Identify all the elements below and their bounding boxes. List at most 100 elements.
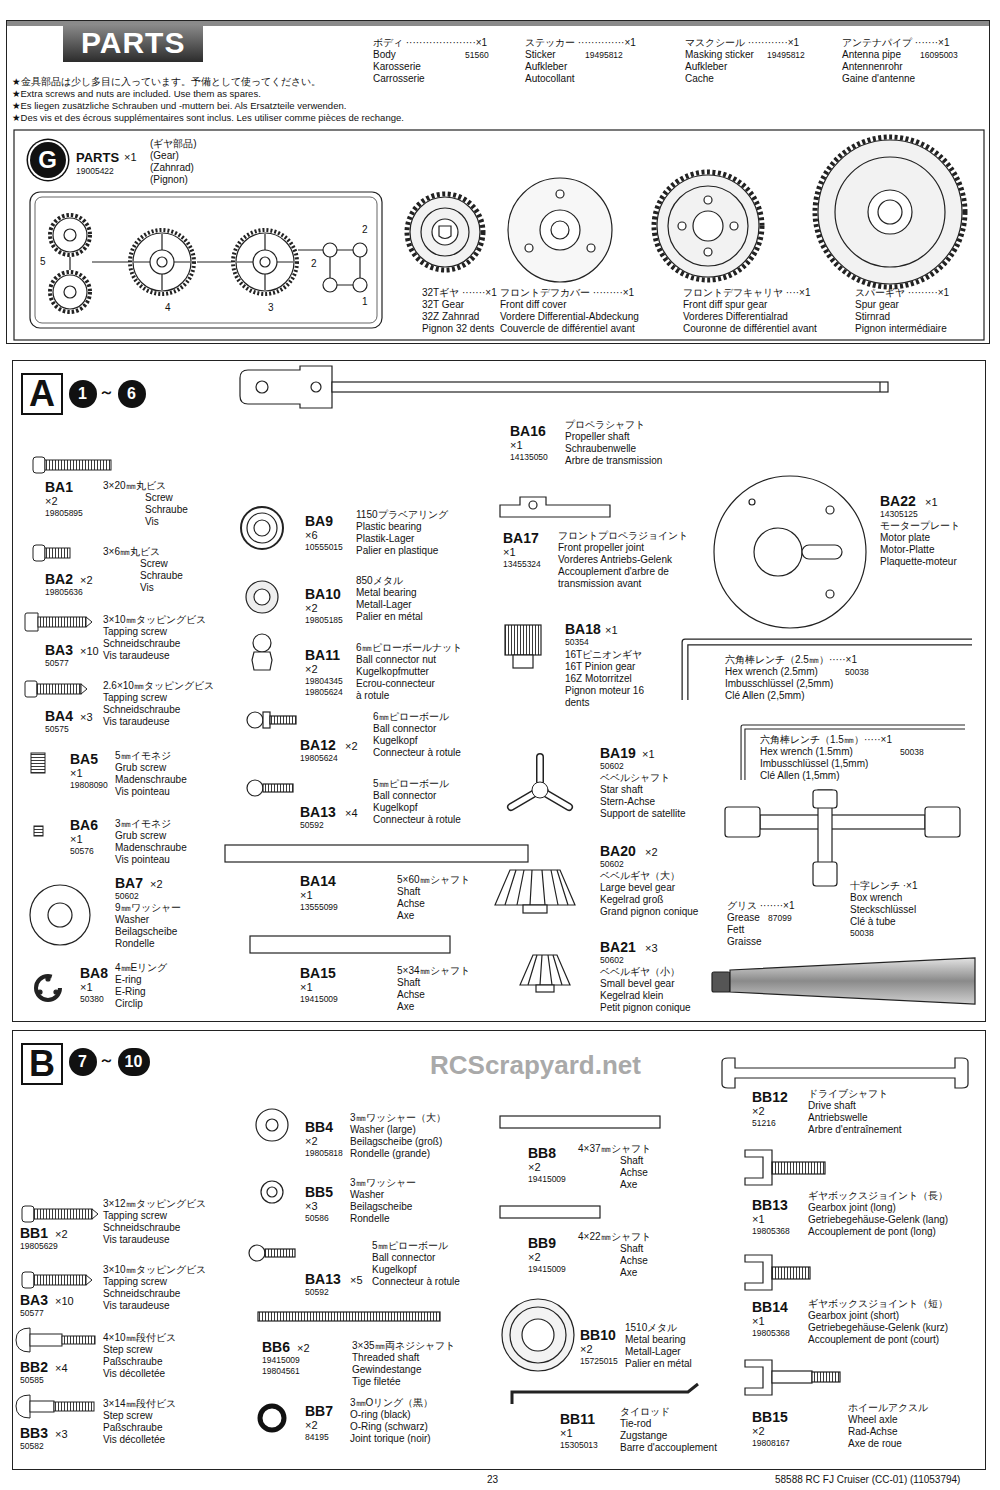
part-caption: Achse: [620, 1167, 648, 1179]
part-caption: (Zahnrad): [150, 162, 194, 174]
step-number-text: 1: [78, 385, 87, 403]
screw-drawings: [25, 681, 37, 697]
catalog-number: 19805629: [20, 1241, 58, 1251]
quantity: ×1: [124, 151, 137, 164]
catalog-number: 10555015: [305, 542, 343, 552]
catalog-number: 19805624: [300, 753, 338, 763]
gear-sprue: [260, 257, 270, 267]
part-caption: Wheel axle: [848, 1414, 897, 1426]
b-screws: [54, 1402, 94, 1411]
part-caption: フロントデフカバー ·········×1: [500, 287, 634, 299]
gear-sprue: [53, 275, 87, 309]
part-caption: Front propeller joint: [558, 542, 644, 554]
part-caption: ベベルギヤ（小）: [600, 966, 680, 978]
part-caption: 4×37㎜シャフト: [578, 1143, 651, 1155]
part-caption: ギヤボックスジョイント（短）: [808, 1298, 948, 1310]
gate-number: 4: [165, 302, 171, 314]
catalog-number: 19415009: [300, 994, 338, 1004]
part-caption: E-Ring: [115, 986, 146, 998]
motor-plate: [754, 528, 802, 576]
catalog-number: 50038: [900, 747, 924, 757]
front-diff-spur-gear: [678, 222, 686, 230]
front-diff-spur-gear: [657, 175, 759, 277]
note: ★Des vis et des écrous supplémentaires s…: [12, 112, 404, 124]
part-caption: 4×22㎜シャフト: [578, 1231, 651, 1243]
part-number: BB2: [20, 1360, 48, 1375]
propeller-shaft: [240, 366, 888, 408]
part-number: BB11: [560, 1412, 595, 1427]
part-caption: Barre d'accouplement: [620, 1442, 717, 1454]
part-caption: Beilagscheibe (groß): [350, 1136, 442, 1148]
part-caption: Kugelkopf: [373, 802, 417, 814]
part-number: BA14: [300, 874, 336, 889]
part-caption: Pignon moteur 16: [565, 685, 644, 697]
part-caption: Madenschraube: [115, 774, 187, 786]
part-caption: Rad-Achse: [848, 1426, 897, 1438]
part-caption: Clé Allen (2,5mm): [725, 690, 804, 702]
part-caption: ギヤボックスジョイント（長）: [808, 1190, 948, 1202]
box-wrench: [760, 815, 925, 829]
screw-drawings: [33, 545, 45, 561]
b-small-parts: [522, 1319, 554, 1351]
part-caption: Gearbox joint (short): [808, 1310, 899, 1322]
front-diff-cover: [587, 244, 595, 252]
part-caption: Vorderes Differentialrad: [683, 311, 788, 323]
part-number: BA8: [80, 966, 108, 981]
gear-sprue: [53, 218, 87, 252]
part-caption: Imbusschlüssel (2,5mm): [725, 678, 833, 690]
b-shafts-and-joints: [772, 1162, 825, 1174]
box-wrench: [925, 807, 960, 837]
catalog-number: 50582: [20, 1441, 44, 1451]
front-diff-spur-gear: [654, 172, 762, 280]
front-diff-cover: [540, 210, 580, 250]
part-caption: Vorderes Antriebs-Gelenk: [558, 554, 672, 566]
catalog-number: 19415009: [262, 1355, 300, 1365]
b-screws: [34, 1275, 86, 1285]
gear-32t: [432, 219, 458, 245]
catalog-number: 19805624: [305, 687, 343, 697]
part-caption: Sticker: [525, 49, 556, 61]
star-shaft: [511, 757, 569, 807]
catalog-number: 50577: [45, 658, 69, 668]
part-caption: Small bevel gear: [600, 978, 674, 990]
part-caption: Star shaft: [600, 784, 643, 796]
part-caption: (Pignon): [150, 174, 188, 186]
quantity: ×1: [300, 889, 313, 902]
part-caption: Metal bearing: [625, 1334, 686, 1346]
part-caption: Vis: [145, 516, 159, 528]
part-caption: Propeller shaft: [565, 431, 629, 443]
part-caption: Antriebswelle: [808, 1112, 867, 1124]
part-caption: Arbre de transmission: [565, 455, 662, 467]
part-caption: ドライブシャフト: [808, 1088, 888, 1100]
washer-and-ring: [48, 903, 72, 927]
part-caption: Palier en métal: [356, 611, 423, 623]
part-caption: Shaft: [620, 1243, 643, 1255]
washer-and-ring: [54, 990, 58, 994]
b-screws: [86, 1275, 92, 1285]
quantity: ×2: [752, 1425, 765, 1438]
part-caption: 32Tギヤ ·······×1: [422, 287, 497, 299]
step-number: 6: [118, 380, 146, 408]
part-caption: Front diff cover: [500, 299, 567, 311]
bearing-and-ball-drawings: [225, 507, 528, 953]
gear-sprue: [133, 233, 191, 291]
part-caption: Drive shaft: [808, 1100, 856, 1112]
b-small-parts: [249, 1245, 265, 1261]
part-caption: Couronne de différentiel avant: [683, 323, 817, 335]
quantity: ×1: [503, 546, 516, 559]
spur-gear: [878, 200, 902, 224]
b-screws: [34, 1209, 92, 1219]
part-caption: Screw: [145, 492, 173, 504]
part-caption: Paßschraube: [103, 1356, 162, 1368]
note: ★Es liegen zusätzliche Schrauben und -mu…: [12, 100, 346, 112]
part-caption: Connecteur à rotule: [373, 747, 461, 759]
catalog-number: 19808167: [752, 1438, 790, 1448]
joint-pinion-bevel-drawings: [523, 905, 547, 913]
quantity: ×1: [605, 624, 618, 637]
star-shaft: [511, 757, 569, 807]
part-caption: Spur gear: [855, 299, 899, 311]
part-caption: 5㎜ピローボール: [373, 778, 449, 790]
catalog-number: 19805185: [305, 615, 343, 625]
gate-number: 1: [362, 296, 368, 308]
